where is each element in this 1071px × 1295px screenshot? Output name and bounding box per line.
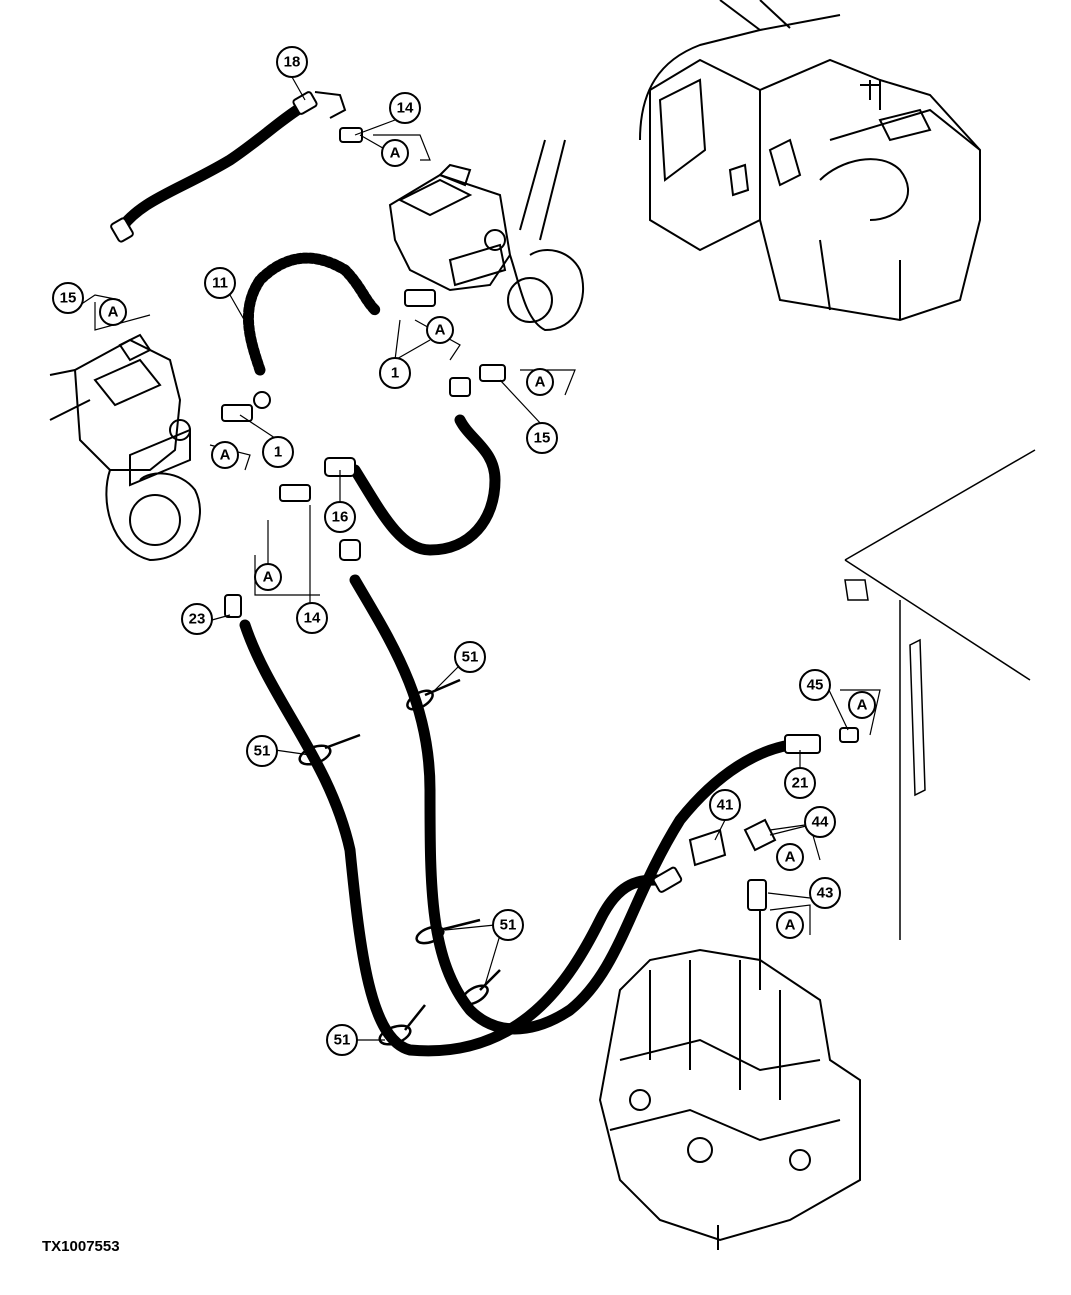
excavator-overview-illustration: [639, 0, 981, 322]
note-a-label: A: [535, 374, 546, 391]
callout-51-d: 51: [326, 1024, 358, 1056]
mounting-panel: [844, 449, 1036, 940]
note-a-label: A: [263, 569, 274, 586]
note-a-label: A: [220, 447, 231, 464]
callout-23: 23: [181, 603, 213, 635]
note-a-label: A: [108, 304, 119, 321]
callout-label: 21: [792, 775, 809, 792]
callout-label: 15: [534, 430, 551, 447]
callout-18: 18: [276, 46, 308, 78]
callout-label: 1: [391, 365, 399, 382]
hose-14: [349, 574, 796, 1035]
callout-43: 43: [809, 877, 841, 909]
callout-15-right: 15: [526, 422, 558, 454]
note-a-label: A: [785, 917, 796, 934]
note-a-marker: A: [776, 911, 804, 939]
callout-label: 14: [397, 100, 414, 117]
callout-label: 51: [500, 917, 517, 934]
callout-label: 18: [284, 54, 301, 71]
callouts: 18 14 11 15 1 1 15 16: [52, 46, 841, 1056]
callout-label: 1: [274, 444, 282, 461]
callout-label: 14: [304, 610, 321, 627]
note-a-label: A: [435, 322, 446, 339]
hose-11: [242, 252, 381, 376]
note-a-marker: A: [848, 691, 876, 719]
callout-label: 51: [462, 649, 479, 666]
callout-label: 16: [332, 509, 349, 526]
callout-44: 44: [804, 806, 836, 838]
note-a-marker: A: [426, 316, 454, 344]
hose-clamps: [298, 678, 501, 1046]
leader-lines: [79, 76, 849, 1041]
callout-21: 21: [784, 767, 816, 799]
hose-16: [349, 414, 501, 556]
note-a-label: A: [785, 849, 796, 866]
hoses: [114, 99, 796, 1057]
note-a-marker: A: [211, 441, 239, 469]
callout-label: 15: [60, 290, 77, 307]
callout-14-bottom: 14: [296, 602, 328, 634]
callout-51-c: 51: [492, 909, 524, 941]
callout-label: 41: [717, 797, 734, 814]
note-brackets: [94, 134, 881, 935]
callout-label: 51: [334, 1032, 351, 1049]
callout-16: 16: [324, 501, 356, 533]
note-a-label: A: [390, 145, 401, 162]
callout-1-right: 1: [379, 357, 411, 389]
callout-1-left: 1: [262, 436, 294, 468]
pilot-valve-left: [49, 333, 201, 562]
figure-id: TX1007553: [42, 1238, 120, 1255]
callout-label: 43: [817, 885, 834, 902]
note-a-marker: A: [99, 298, 127, 326]
callout-label: 23: [189, 611, 206, 628]
note-a-label: A: [857, 697, 868, 714]
note-a-marker: A: [381, 139, 409, 167]
note-a-marker: A: [526, 368, 554, 396]
callout-51-a: 51: [454, 641, 486, 673]
note-a-marker: A: [254, 563, 282, 591]
hose-18: [114, 99, 311, 236]
callout-14-top: 14: [389, 92, 421, 124]
callout-label: 11: [212, 275, 228, 292]
callout-label: 44: [812, 814, 829, 831]
callout-label: 45: [807, 677, 824, 694]
note-a-marker: A: [776, 843, 804, 871]
callout-label: 51: [254, 743, 271, 760]
callout-11: 11: [204, 267, 236, 299]
pilot-valve-right: [388, 139, 585, 332]
callout-45: 45: [799, 669, 831, 701]
note-markers: A A A A A A A A A: [99, 139, 876, 939]
callout-41: 41: [709, 789, 741, 821]
control-valve: [598, 910, 861, 1250]
fittings: [110, 91, 859, 911]
callout-51-b: 51: [246, 735, 278, 767]
callout-15-left: 15: [52, 282, 84, 314]
